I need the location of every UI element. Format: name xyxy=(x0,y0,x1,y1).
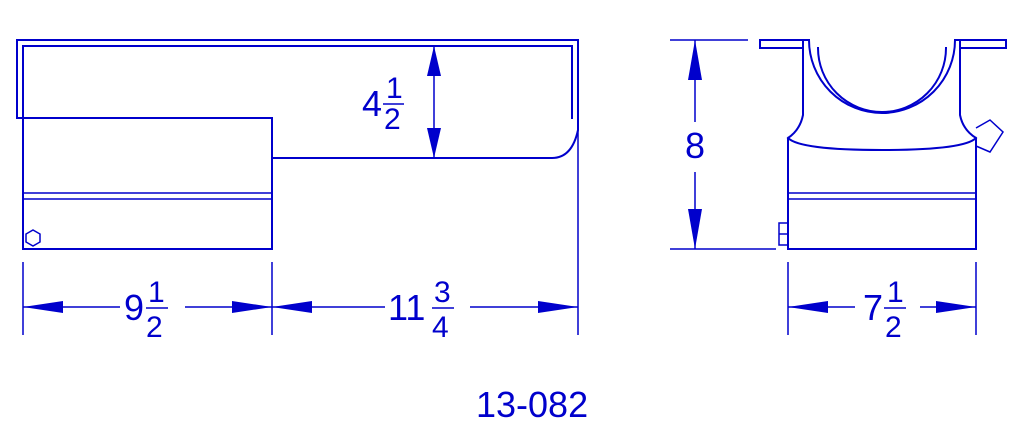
end-height-dim: 8 xyxy=(685,125,705,166)
end-width-arrow-right xyxy=(936,301,976,313)
front-dim-arrow-left xyxy=(23,301,63,313)
part-number: 13-082 xyxy=(476,384,588,425)
front-dim-numerator: 1 xyxy=(148,276,165,309)
end-height-arrow-top xyxy=(688,40,702,80)
front-dim-denominator: 2 xyxy=(146,311,163,344)
drain-plug-hex xyxy=(25,229,41,247)
end-wall-right xyxy=(959,47,977,250)
end-flange-right xyxy=(959,39,1007,49)
side-view: 4 1 2 9 1 2 11 3 4 xyxy=(16,39,579,344)
rear-dim-whole: 11 xyxy=(388,287,425,328)
pan-top-rail xyxy=(16,39,579,119)
end-width-dim-numerator: 1 xyxy=(887,276,904,309)
sump-outline xyxy=(22,117,273,250)
rear-dim-arrow-right xyxy=(538,301,578,313)
shallow-section-outline xyxy=(271,117,579,159)
end-shoulder-curve xyxy=(786,136,978,152)
end-width-dim-whole: 7 xyxy=(863,287,883,328)
dipstick-tube xyxy=(975,119,1004,153)
height-dim-numerator: 1 xyxy=(386,72,403,105)
rear-dim-numerator: 3 xyxy=(434,276,451,309)
end-width-dim-denominator: 2 xyxy=(885,311,902,344)
height-arrow-bottom xyxy=(427,128,441,158)
end-height-arrow-bottom xyxy=(688,209,702,249)
height-dim-whole: 4 xyxy=(362,83,382,124)
end-view: 8 7 1 2 xyxy=(670,38,1007,344)
end-flange-outline xyxy=(759,39,804,49)
rear-dim-denominator: 4 xyxy=(432,311,449,344)
height-dim-denominator: 2 xyxy=(384,103,401,136)
rear-dim-arrow-left xyxy=(272,301,312,313)
end-width-arrow-left xyxy=(788,301,828,313)
crank-cutout-inner xyxy=(816,46,948,113)
front-dim-whole: 9 xyxy=(124,287,144,328)
crank-cutout-outer xyxy=(807,38,957,114)
front-dim-arrow-right xyxy=(232,301,272,313)
height-arrow-top xyxy=(427,46,441,76)
end-wall-left xyxy=(787,47,804,250)
